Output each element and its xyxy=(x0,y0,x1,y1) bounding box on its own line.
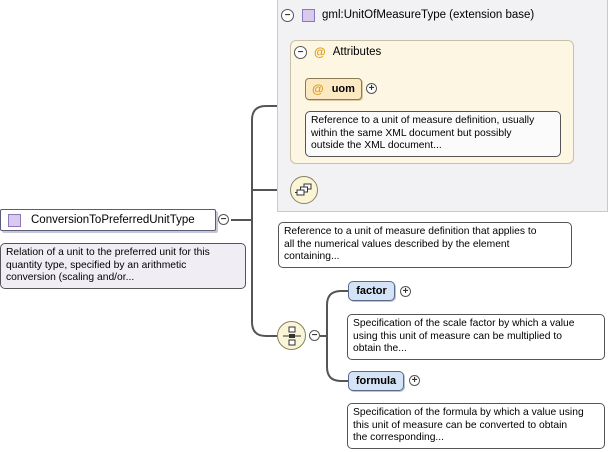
collapse-root-button[interactable]: − xyxy=(218,214,229,225)
sequence-compositor[interactable] xyxy=(277,321,306,350)
doc-line: this unit of measure can be converted to… xyxy=(353,419,568,431)
sequence-icon xyxy=(282,326,301,345)
expand-uom-button[interactable]: + xyxy=(366,83,377,94)
element-factor-label: factor xyxy=(356,285,387,297)
element-factor-documentation: Specification of the scale factor by whi… xyxy=(347,314,605,360)
attributes-title: Attributes xyxy=(332,46,382,58)
doc-line: all the numerical values described by th… xyxy=(284,238,510,250)
doc-line: quantity type, specified by an arithmeti… xyxy=(6,259,187,271)
expand-factor-button[interactable]: + xyxy=(400,286,411,297)
group-icon xyxy=(295,183,312,196)
doc-line: Reference to a unit of measure definitio… xyxy=(284,226,537,237)
doc-line: outside the XML document... xyxy=(311,140,442,152)
root-documentation: Relation of a unit to the preferred unit… xyxy=(0,243,246,289)
collapse-attributes-button[interactable]: − xyxy=(294,45,307,59)
collapse-sequence-button[interactable]: − xyxy=(309,330,320,341)
doc-line: using this unit of measure can be multip… xyxy=(353,330,562,342)
attribute-icon: @ xyxy=(314,45,326,59)
doc-line: within the same XML document but possibl… xyxy=(311,127,512,139)
doc-line: conversion (scaling and/or... xyxy=(6,272,135,284)
doc-line: Specification of the formula by which a … xyxy=(353,407,584,418)
attribute-icon: @ xyxy=(312,82,324,96)
collapse-extension-button[interactable]: − xyxy=(281,8,294,22)
element-formula-label: formula xyxy=(355,375,397,387)
complex-type-icon xyxy=(8,213,21,227)
attributes-header: − @ Attributes xyxy=(294,45,381,59)
element-formula-documentation: Specification of the formula by which a … xyxy=(347,403,605,449)
element-factor[interactable]: factor xyxy=(348,281,395,301)
doc-line: obtain the... xyxy=(353,343,407,355)
group-reference-compositor[interactable] xyxy=(290,176,318,204)
extension-base-title: gml:UnitOfMeasureType (extension base) xyxy=(322,9,535,21)
element-formula[interactable]: formula xyxy=(348,371,404,391)
doc-line: containing... xyxy=(284,251,340,263)
root-type-name: ConversionToPreferredUnitType xyxy=(31,214,195,226)
doc-line: Relation of a unit to the preferred unit… xyxy=(6,247,210,258)
attribute-uom-label: uom xyxy=(331,83,355,95)
extension-base-header: − gml:UnitOfMeasureType (extension base) xyxy=(281,6,534,24)
doc-line: Specification of the scale factor by whi… xyxy=(353,318,575,329)
extension-base-documentation: Reference to a unit of measure definitio… xyxy=(278,222,572,268)
root-complex-type[interactable]: ConversionToPreferredUnitType xyxy=(0,209,216,231)
complex-type-icon xyxy=(302,8,315,22)
expand-formula-button[interactable]: + xyxy=(409,375,420,386)
attribute-uom[interactable]: @ uom xyxy=(305,78,362,100)
doc-line: the corresponding... xyxy=(353,432,445,444)
doc-line: Reference to a unit of measure definitio… xyxy=(311,115,535,126)
attribute-uom-documentation: Reference to a unit of measure definitio… xyxy=(305,111,561,157)
